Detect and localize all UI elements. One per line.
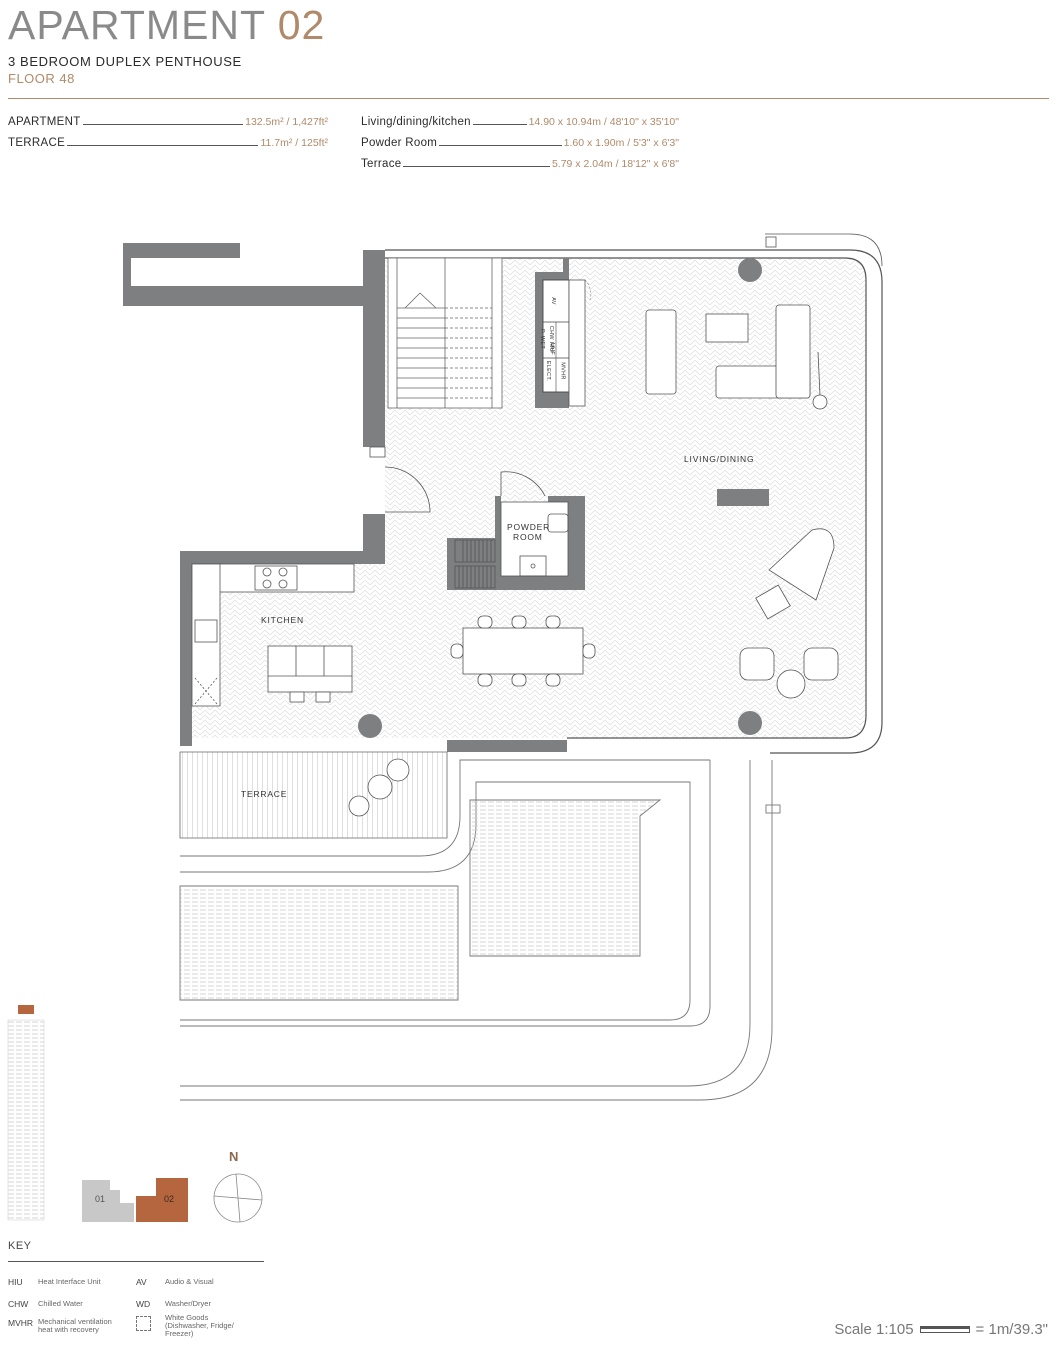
area-value: 11.7m² / 125ft²	[260, 137, 328, 149]
page-title: APARTMENT 02	[8, 2, 325, 49]
building-outline	[385, 233, 883, 754]
cupboard-label-uhf: UHF	[549, 342, 556, 356]
key-abbr-hiu: HIU	[8, 1277, 23, 1287]
room-label-terrace: TERRACE	[241, 789, 288, 799]
white-goods-icon	[136, 1316, 151, 1331]
room-dimensions: Living/dining/kitchen 14.90 x 10.94m / 4…	[361, 110, 679, 170]
dim-row-powder: Powder Room 1.60 x 1.90m / 5'3" x 6'3"	[361, 131, 679, 149]
apartment-type: 3 BEDROOM DUPLEX PENTHOUSE	[8, 54, 242, 69]
kitchen-joinery	[191, 563, 355, 707]
area-row-terrace: TERRACE 11.7m² / 125ft²	[8, 131, 328, 149]
key-desc-wd: Washer/Dryer	[165, 1299, 211, 1308]
locator-unit-02: 02	[164, 1194, 175, 1204]
key-divider	[8, 1261, 264, 1262]
key-title: KEY	[8, 1240, 32, 1252]
dim-row-terrace: Terrace 5.79 x 2.04m / 18'12" x 6'8"	[361, 152, 679, 170]
area-schedule: APARTMENT 132.5m² / 1,427ft² TERRACE 11.…	[8, 110, 328, 149]
key-desc-hiu: Heat Interface Unit	[38, 1277, 101, 1286]
room-label-living-dining: LIVING/DINING	[684, 454, 755, 464]
scale-text: Scale 1:105	[834, 1321, 914, 1338]
leader-line	[82, 124, 244, 125]
compass-north-label: N	[229, 1149, 239, 1164]
room-label-kitchen: KITCHEN	[261, 615, 304, 625]
key-desc-chw: Chilled Water	[38, 1299, 83, 1308]
entry-door	[369, 446, 546, 513]
area-label: TERRACE	[8, 137, 66, 149]
title-word: APARTMENT	[8, 2, 266, 48]
dim-value: 14.90 x 10.94m / 48'10" x 35'10"	[528, 116, 679, 128]
key-abbr-mvhr: MVHR	[8, 1318, 34, 1328]
key-abbr-wd: WD	[136, 1299, 151, 1309]
leader-line	[472, 124, 527, 125]
building-elevation-marker	[7, 1005, 45, 1221]
key-abbr-av: AV	[136, 1277, 147, 1287]
scale-equivalent: = 1m/39.3"	[975, 1321, 1048, 1338]
dim-label: Terrace	[361, 158, 402, 170]
dim-label: Powder Room	[361, 137, 438, 149]
staircase	[387, 257, 503, 409]
lower-outline	[179, 759, 781, 1101]
cupboard-label-mvhr: MVHR	[559, 362, 566, 380]
cupboard-label-elect: ELECT.	[545, 360, 552, 382]
floor-finish	[192, 258, 866, 738]
key-desc-wg-2: (Dishwasher, Fridge/	[165, 1321, 234, 1330]
area-row-apartment: APARTMENT 132.5m² / 1,427ft²	[8, 110, 328, 128]
dining-table	[450, 615, 596, 687]
key-desc-av: Audio & Visual	[165, 1277, 214, 1286]
area-label: APARTMENT	[8, 116, 81, 128]
key-desc-mvhr-1: Mechanical ventilation	[38, 1317, 112, 1326]
dim-value: 5.79 x 2.04m / 18'12" x 6'8"	[551, 158, 679, 170]
scale-bar-graphic	[919, 1326, 970, 1333]
powder-room	[454, 501, 569, 589]
living-furniture	[645, 304, 839, 699]
room-label-powder-1: POWDER	[507, 522, 551, 532]
area-value: 132.5m² / 1,427ft²	[245, 116, 328, 128]
header-divider	[8, 98, 1049, 99]
key-desc-mvhr-2: heat with recovery	[38, 1325, 99, 1334]
dim-label: Living/dining/kitchen	[361, 116, 471, 128]
terrace	[179, 751, 448, 839]
locator-unit-01: 01	[95, 1194, 106, 1204]
dim-value: 1.60 x 1.90m / 5'3" x 6'3"	[563, 137, 679, 149]
leader-line	[67, 145, 259, 146]
key-desc-wg-3: Freezer)	[165, 1329, 194, 1338]
title-number: 02	[277, 2, 326, 48]
dim-row-living: Living/dining/kitchen 14.90 x 10.94m / 4…	[361, 110, 679, 128]
columns	[358, 258, 762, 738]
cupboard-label-av: AV	[549, 297, 556, 305]
leader-line	[439, 145, 562, 146]
key-abbr-chw: CHW	[8, 1299, 29, 1309]
cupboard-label-pwet: P. WET	[539, 328, 546, 350]
leader-line	[403, 166, 550, 167]
floor-label: FLOOR 48	[8, 71, 75, 86]
scale-bar: Scale 1:105 = 1m/39.3"	[834, 1321, 1048, 1338]
room-label-powder-2: ROOM	[513, 532, 543, 542]
key-desc-wg-1: White Goods	[165, 1313, 209, 1322]
structural-walls	[123, 243, 769, 752]
compass-rose	[213, 1173, 263, 1223]
